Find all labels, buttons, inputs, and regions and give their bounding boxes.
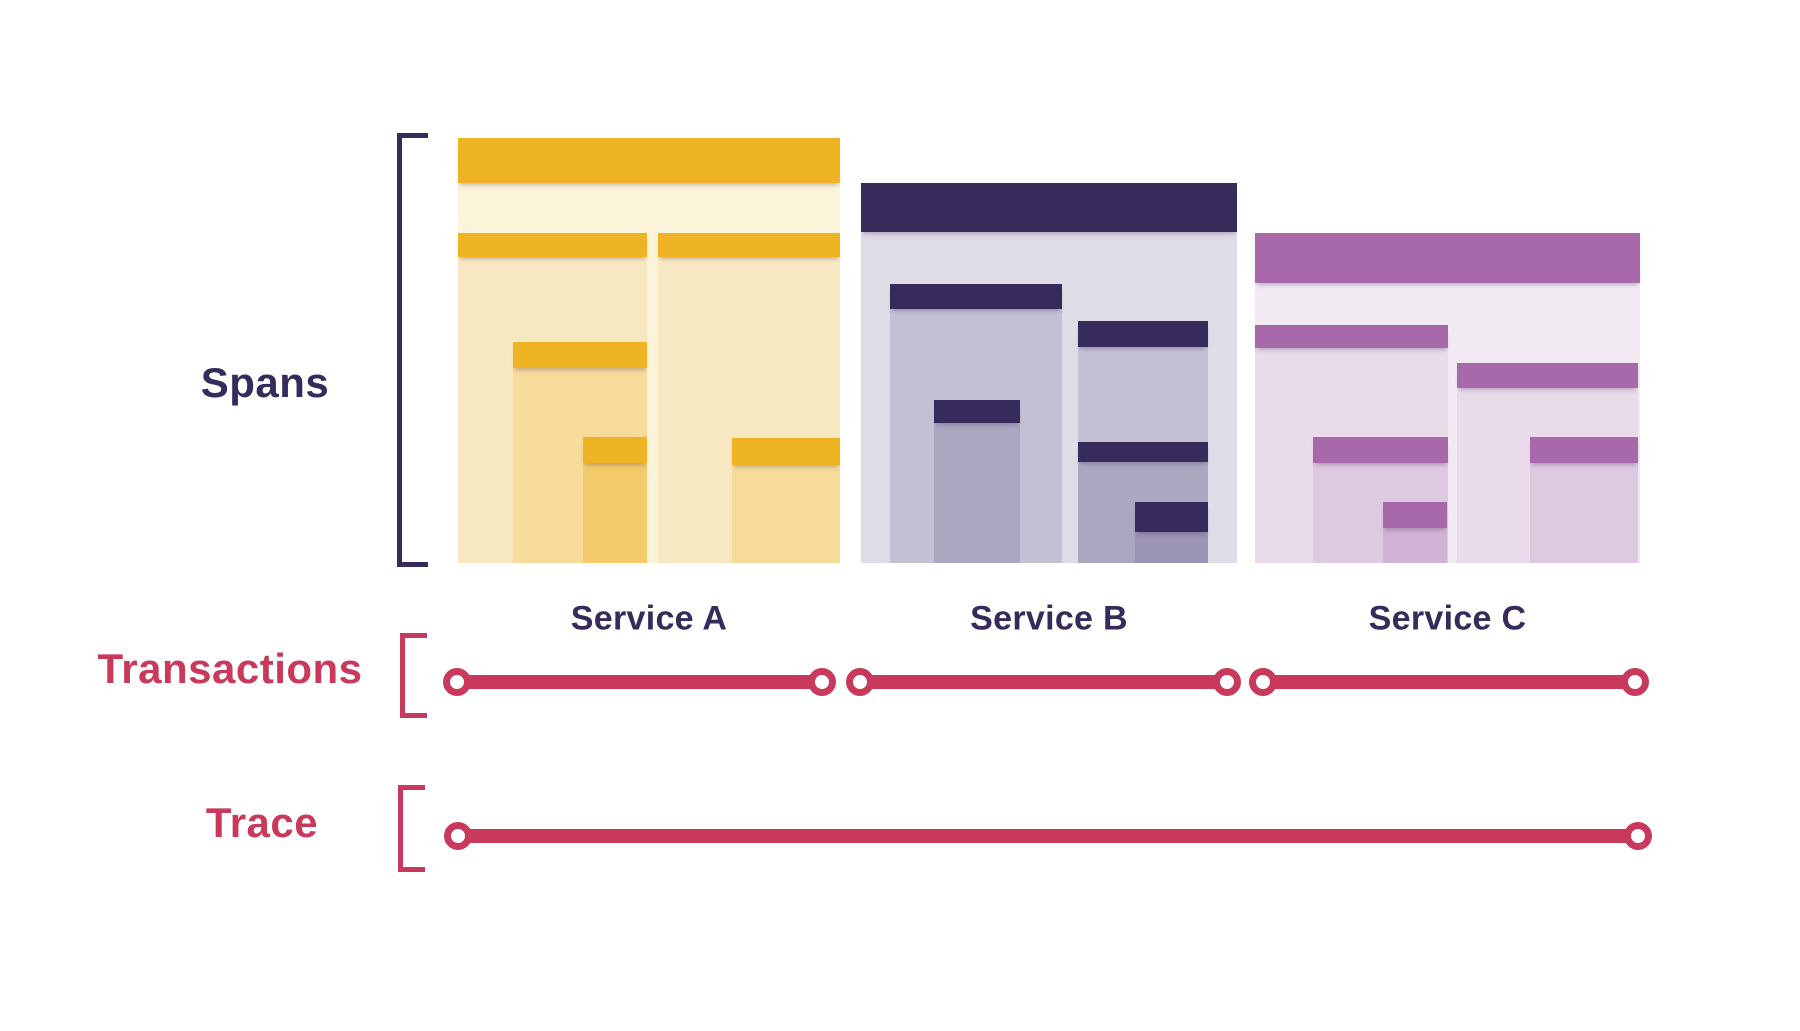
transaction-1-line xyxy=(457,675,822,689)
transactions-bracket xyxy=(400,633,427,718)
span-bar xyxy=(1078,321,1208,347)
transaction-3-endpoint-start xyxy=(1249,668,1277,696)
service-label: Service C xyxy=(1368,599,1527,638)
span-children-region xyxy=(1530,463,1638,563)
span-children-region xyxy=(583,463,647,563)
span-bar xyxy=(658,233,840,257)
span-bar xyxy=(583,437,647,463)
transaction-2-endpoint-end xyxy=(1213,668,1241,696)
transactions-label: Transactions xyxy=(97,645,363,692)
transaction-2-endpoint-start xyxy=(846,668,874,696)
span-bar xyxy=(861,183,1237,232)
span-bar xyxy=(1255,325,1448,348)
transaction-1-endpoint-start xyxy=(443,668,471,696)
span-bar xyxy=(1078,442,1208,462)
span-bar xyxy=(513,342,647,368)
span-bar xyxy=(890,284,1062,309)
service-block-1 xyxy=(458,138,840,563)
service-label: Service B xyxy=(970,599,1128,638)
span-bar xyxy=(458,138,840,183)
transaction-2-line xyxy=(860,675,1227,689)
span-bar xyxy=(1530,437,1638,463)
transaction-1-endpoint-end xyxy=(808,668,836,696)
service-block-2 xyxy=(861,183,1237,563)
transaction-3-endpoint-end xyxy=(1621,668,1649,696)
trace-endpoint-start xyxy=(444,822,472,850)
transaction-3-line xyxy=(1263,675,1635,689)
spans-label: Spans xyxy=(200,359,330,406)
span-children-region xyxy=(1383,528,1447,563)
spans-bracket xyxy=(397,133,428,567)
trace-bracket xyxy=(398,785,425,872)
trace-line xyxy=(458,829,1638,843)
span-children-region xyxy=(732,465,840,563)
span-bar xyxy=(1255,233,1640,283)
span-bar xyxy=(458,233,647,257)
span-bar xyxy=(1135,502,1208,532)
span-bar xyxy=(732,438,840,465)
trace-label: Trace xyxy=(205,799,319,846)
span-children-region xyxy=(934,423,1020,563)
service-block-3 xyxy=(1255,233,1640,563)
trace-endpoint-end xyxy=(1624,822,1652,850)
span-bar xyxy=(1383,502,1447,528)
span-bar xyxy=(1457,363,1638,388)
service-label: Service A xyxy=(570,599,728,638)
span-bar xyxy=(934,400,1020,423)
span-bar xyxy=(1313,437,1448,463)
span-children-region xyxy=(1135,532,1208,563)
